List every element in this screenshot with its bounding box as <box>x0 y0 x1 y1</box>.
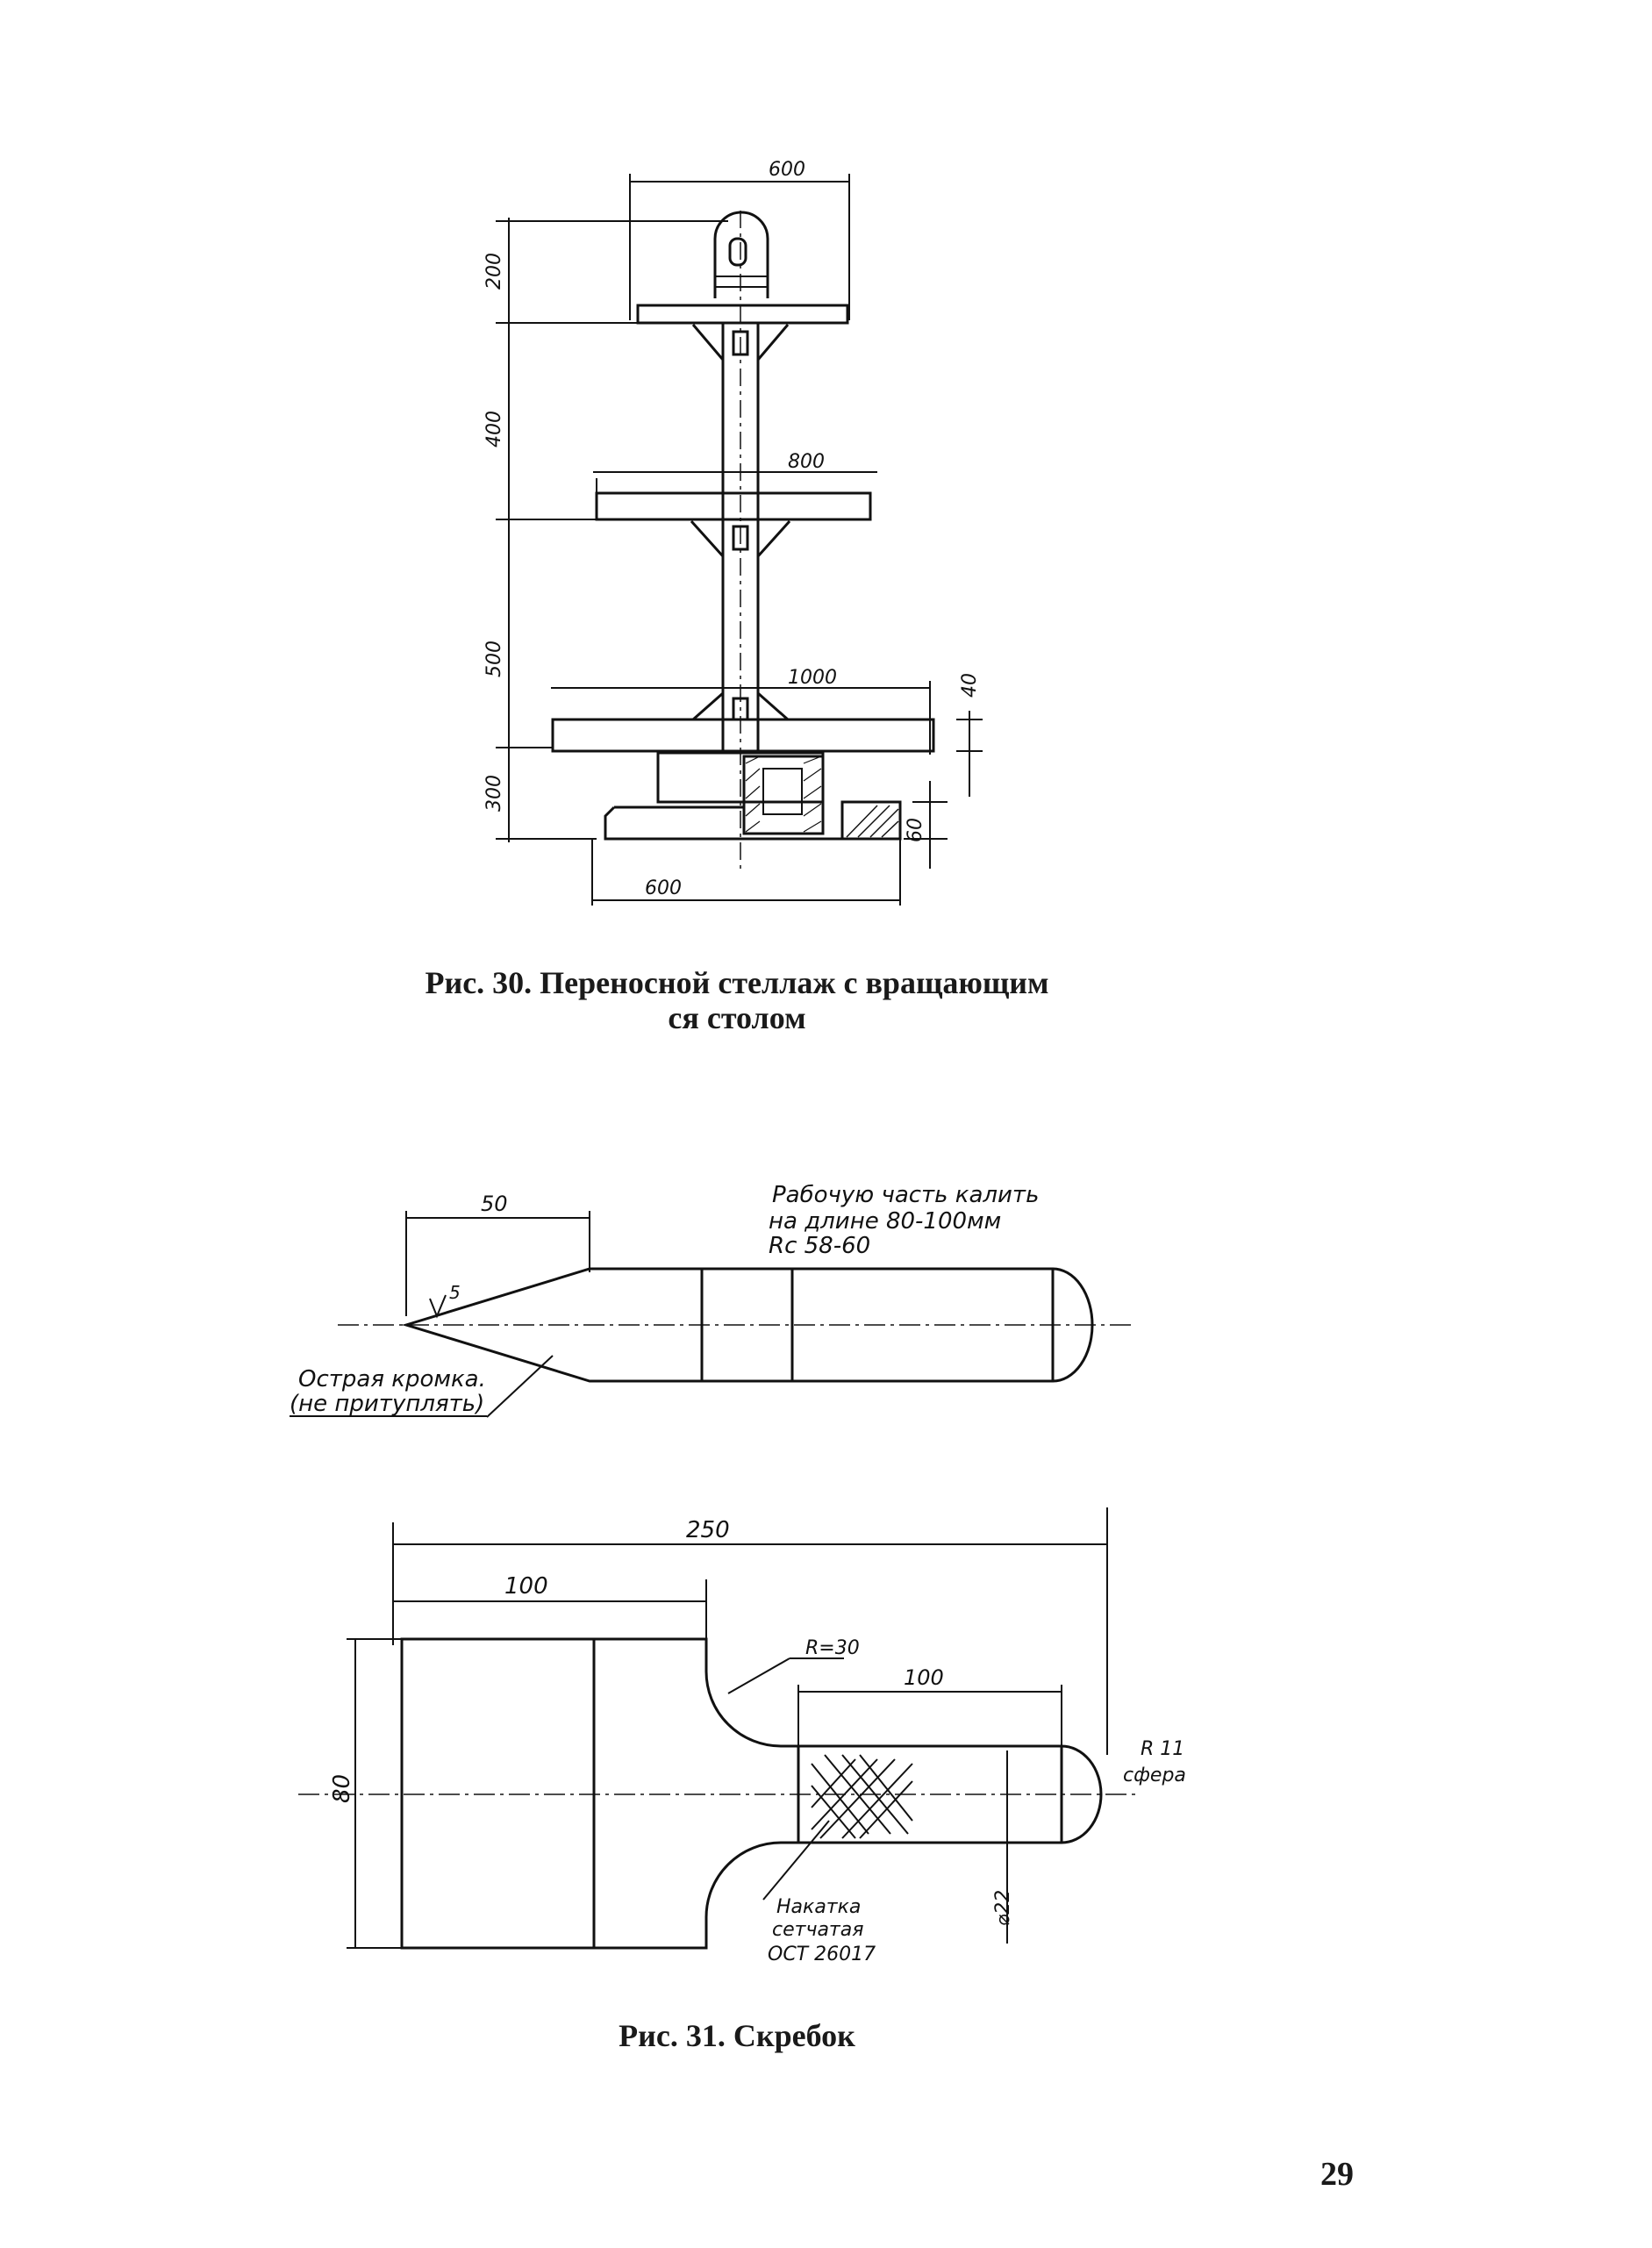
sphere-line1: R 11 <box>1141 1738 1184 1760</box>
note-line2: на длине 80-100мм <box>769 1208 1001 1235</box>
figure-30-caption-line1: Рис. 30. Переносной стеллаж с вращающим <box>425 965 1049 1000</box>
note-line1: Рабочую часть калить <box>772 1182 1039 1208</box>
dim-mid-width: 800 <box>788 451 825 473</box>
dim-h-low: 500 <box>483 641 505 677</box>
dim-h-top: 200 <box>483 253 505 290</box>
roughness-value: 5 <box>449 1282 461 1303</box>
sphere-line2: сфера <box>1123 1765 1186 1786</box>
diameter-label: ⌀22 <box>992 1890 1014 1926</box>
dim-handle-length: 100 <box>904 1665 944 1690</box>
knurl-pattern <box>811 1754 913 1839</box>
knurl-line3: ОСТ 26017 <box>768 1944 876 1965</box>
dim-base-thickness: 60 <box>905 818 926 842</box>
dim-shelf-thickness: 40 <box>959 673 981 698</box>
edge-note-line2: (не притуплять) <box>290 1391 484 1417</box>
dim-tip-length: 50 <box>481 1192 508 1216</box>
knurl-line2: сетчатая <box>772 1919 863 1941</box>
page-number: 29 <box>1320 2156 1354 2193</box>
dim-top-width: 600 <box>769 159 805 181</box>
figure-31-caption: Рис. 31. Скребок <box>619 2018 855 2053</box>
figure-30-drawing: 600 200 400 500 300 800 1000 40 <box>483 159 983 906</box>
dim-total-length: 250 <box>686 1517 730 1543</box>
dim-low-width: 1000 <box>788 667 837 689</box>
figure-30-caption-line2: ся столом <box>668 1000 806 1035</box>
note-line3: Rc 58-60 <box>769 1233 870 1259</box>
dim-h-mid: 400 <box>483 411 505 447</box>
knurl-line1: Накатка <box>776 1896 861 1918</box>
dim-base-width: 600 <box>645 877 682 899</box>
dim-blade-length: 100 <box>504 1573 548 1600</box>
edge-note-line1: Острая кромка. <box>298 1366 486 1392</box>
figure-31-drawing: Рабочую часть калить на длине 80-100мм R… <box>290 1182 1186 1965</box>
radius-label: R=30 <box>805 1637 860 1659</box>
figure-30-caption: Рис. 30. Переносной стеллаж с вращающим … <box>386 965 1088 1035</box>
dim-h-base: 300 <box>483 775 505 812</box>
dim-height: 80 <box>329 1774 355 1803</box>
